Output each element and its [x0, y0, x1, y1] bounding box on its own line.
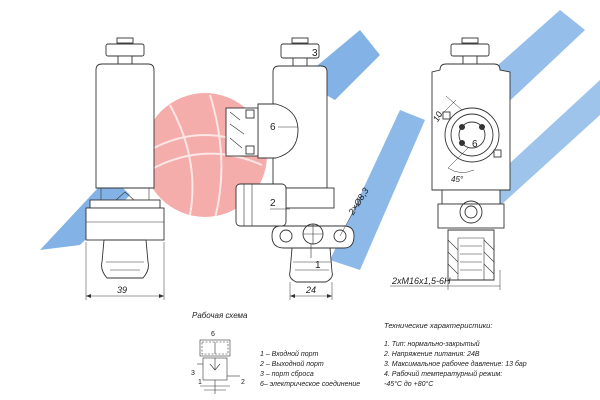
dim-angle: 45°: [451, 175, 464, 184]
scheme-label-2: 2: [241, 379, 245, 386]
front-view: 3 6 2 2×Ø8,3 1: [225, 37, 371, 300]
legend-item: 3 – порт сброса: [260, 370, 314, 378]
specs-title: Технические характеристики:: [384, 321, 492, 330]
scheme-label-3: 3: [191, 370, 195, 377]
callout-side-port: 2: [270, 198, 276, 209]
spec-item: 1. Тип: нормально-закрытый: [384, 340, 480, 348]
dim-connector-size: 10: [431, 110, 445, 124]
callout-connector-face: 6: [472, 139, 478, 150]
scheme-label-6: 6: [211, 331, 215, 338]
dim-middle-width: 24: [305, 285, 316, 295]
legend-item: 1 – Входной порт: [260, 350, 319, 358]
end-view: 6 10 45° 2xM16x1,5-6H: [390, 37, 511, 290]
callout-bottom-port: 1: [315, 260, 321, 271]
watermark-letter-s: [40, 175, 130, 250]
watermark-stroke-a: [330, 110, 425, 270]
scheme-legend: 1 – Входной порт 2 – Выходной порт 3 – п…: [259, 350, 360, 388]
dim-left-width: 39: [117, 285, 127, 295]
operating-scheme: Рабочая схема 6 3 2 1 1 – Входной порт 2…: [191, 311, 360, 394]
spec-item: 4. Рабочий температурный режим:: [384, 370, 502, 378]
legend-item: 2 – Выходной порт: [259, 360, 324, 368]
callout-top-port: 3: [312, 48, 318, 59]
spec-item: 2. Напряжение питания: 24В: [383, 351, 480, 358]
technical-specs: Технические характеристики: 1. Тип: норм…: [383, 321, 527, 388]
dim-thread: 2xM16x1,5-6H: [391, 276, 451, 286]
legend-item: 6– электрическое соединение: [260, 380, 360, 388]
scheme-label-1: 1: [198, 379, 202, 386]
spec-item: -45°С до +80°С: [384, 380, 434, 388]
scheme-title: Рабочая схема: [192, 311, 248, 320]
callout-connector: 6: [270, 122, 276, 133]
left-side-view: 39: [85, 37, 165, 300]
spec-item: 3. Максимальное рабочее давление: 13 бар: [384, 360, 527, 368]
